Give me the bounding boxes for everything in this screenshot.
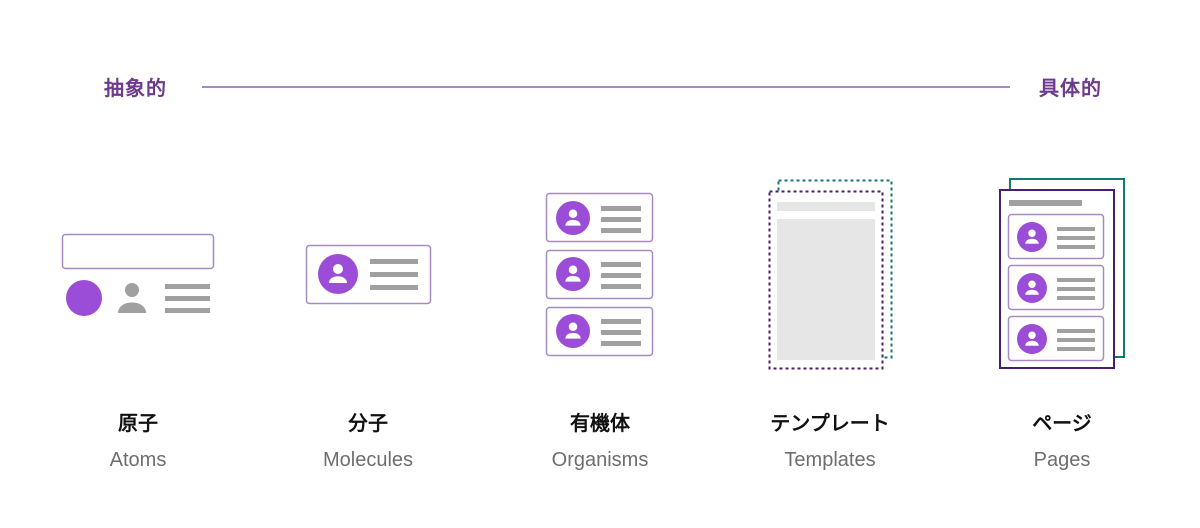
page-card xyxy=(1007,264,1105,311)
organism-card xyxy=(545,192,654,243)
atomic-design-illustrations xyxy=(61,178,1125,370)
concrete-label: 具体的 xyxy=(1039,76,1102,100)
template-content-placeholder xyxy=(777,219,875,360)
atom-input-box xyxy=(61,233,215,270)
stage-molecules-title: 分子 xyxy=(348,411,388,435)
atoms-illustration xyxy=(61,233,215,316)
atom-text-lines-icon xyxy=(165,284,210,313)
organisms-illustration xyxy=(545,192,654,357)
template-back-frame xyxy=(777,179,893,359)
page-card xyxy=(1007,213,1105,260)
atom-user-icon xyxy=(118,283,146,313)
stage-pages-title: ページ xyxy=(1032,411,1092,435)
stage-organisms-title: 有機体 xyxy=(570,411,630,435)
organism-card xyxy=(545,306,654,357)
stage-atoms-subtitle: Atoms xyxy=(109,449,167,471)
organism-card xyxy=(545,249,654,300)
templates-illustration xyxy=(768,179,893,370)
stage-atoms-title: 原子 xyxy=(118,411,158,435)
page-card xyxy=(1007,315,1105,362)
atom-purple-circle xyxy=(66,280,102,316)
molecules-illustration xyxy=(305,244,432,305)
abstraction-scale-line xyxy=(202,86,1010,88)
template-header-placeholder xyxy=(777,202,875,211)
pages-illustration xyxy=(999,178,1125,369)
stage-molecules-subtitle: Molecules xyxy=(322,449,414,471)
abstract-label: 抽象的 xyxy=(104,76,167,100)
stage-organisms-subtitle: Organisms xyxy=(551,449,649,471)
stage-templates-title: テンプレート xyxy=(770,411,890,435)
page-header-bar xyxy=(1009,200,1082,206)
stage-pages-subtitle: Pages xyxy=(1033,449,1091,471)
stage-templates-subtitle: Templates xyxy=(784,449,876,471)
molecule-text-lines-icon xyxy=(370,259,418,290)
